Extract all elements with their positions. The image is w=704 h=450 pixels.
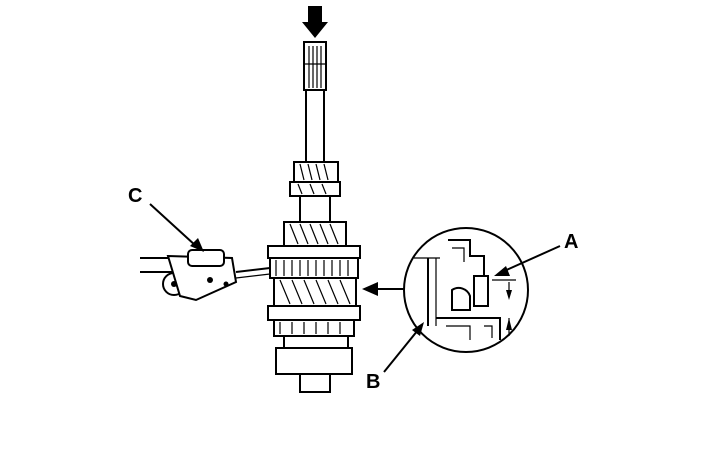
callout-label-c: C — [128, 185, 142, 207]
downward-force-arrow — [302, 6, 328, 38]
lower-hub — [275, 335, 353, 393]
detail-pointer-arrow — [362, 282, 404, 296]
shaft-splined-end — [303, 41, 327, 91]
leader-lines — [149, 203, 561, 373]
callout-label-b: B — [366, 371, 380, 393]
callout-label-a: A — [564, 231, 578, 253]
upper-gear — [289, 161, 341, 223]
gear-stack — [267, 221, 361, 337]
dial-gauge — [140, 249, 271, 302]
shaft-body — [305, 89, 325, 163]
detail-view — [403, 227, 529, 353]
